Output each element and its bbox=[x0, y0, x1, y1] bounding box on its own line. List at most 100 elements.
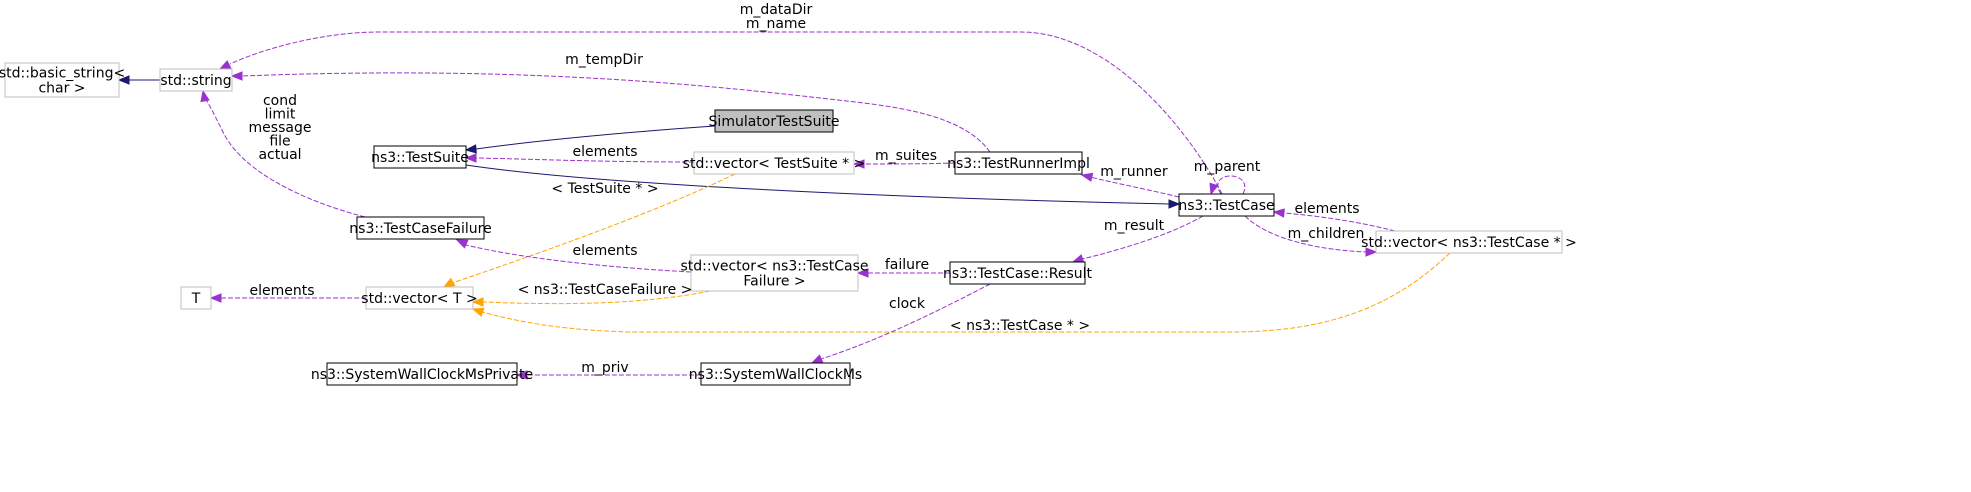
node-box bbox=[326, 362, 518, 386]
node-box bbox=[356, 216, 485, 240]
tmpl-suite-edge bbox=[442, 173, 736, 288]
node-label: std::vector< ns3::TestCase bbox=[680, 259, 868, 275]
edge-label-text: < TestSuite * > bbox=[551, 181, 658, 197]
node-label: Failure > bbox=[743, 274, 805, 290]
case-elements-edge bbox=[1272, 208, 1396, 232]
node-box bbox=[1375, 230, 1563, 254]
clock-arrowhead bbox=[810, 354, 824, 364]
runner-edge bbox=[1080, 172, 1180, 198]
node-test-case-result[interactable]: ns3::TestCase::Result bbox=[943, 261, 1093, 285]
node-box bbox=[4, 62, 120, 98]
edge-label-text: actual bbox=[258, 147, 301, 163]
node-test-runner-impl[interactable]: ns3::TestRunnerImpl bbox=[947, 151, 1090, 175]
edge-label-text: m_parent bbox=[1194, 159, 1261, 175]
node-wallclock[interactable]: ns3::SystemWallClockMs bbox=[689, 362, 862, 386]
edge-label-children: m_children bbox=[1288, 226, 1365, 242]
testcase-suite-inheritance-edge bbox=[465, 164, 1181, 209]
node-vector-test-suite[interactable]: std::vector< TestSuite * > bbox=[683, 151, 866, 175]
node-wallclock-private[interactable]: ns3::SystemWallClockMsPrivate bbox=[311, 362, 533, 386]
suites-edge bbox=[852, 159, 956, 169]
node-label: std::vector< TestSuite * > bbox=[683, 156, 866, 172]
edge-label-text: m_dataDir bbox=[740, 2, 813, 18]
suite-elements-arrowhead bbox=[464, 153, 477, 163]
node-t[interactable]: T bbox=[180, 286, 212, 310]
case-elements-arrowhead bbox=[1272, 208, 1285, 218]
node-box bbox=[180, 286, 212, 310]
parent-self-edge bbox=[1209, 175, 1246, 196]
node-box bbox=[700, 362, 851, 386]
result-arrowhead bbox=[1071, 254, 1085, 264]
edge-label-text: m_runner bbox=[1100, 164, 1168, 180]
node-box bbox=[1178, 193, 1275, 217]
edge-label-text: < ns3::TestCase * > bbox=[950, 318, 1090, 334]
node-box bbox=[949, 261, 1086, 285]
failure-fields-arrowhead bbox=[200, 89, 210, 103]
children-edge bbox=[1244, 215, 1378, 257]
edge-label-runner: m_runner bbox=[1100, 164, 1168, 180]
edge-label-tmpl-suite: < TestSuite * > bbox=[551, 181, 658, 197]
failure-elements-edge bbox=[455, 239, 692, 273]
node-simulator-test-suite[interactable]: SimulatorTestSuite bbox=[709, 109, 840, 133]
edge-label-text: m_suites bbox=[875, 148, 937, 164]
t-elements-arrowhead bbox=[209, 293, 222, 303]
edge-label-tmpl-case: < ns3::TestCase * > bbox=[950, 318, 1090, 334]
priv-arrowhead bbox=[515, 370, 528, 380]
failure-arrowhead bbox=[856, 268, 869, 278]
node-vector-test-case[interactable]: std::vector< ns3::TestCase * > bbox=[1361, 230, 1577, 254]
node-test-case[interactable]: ns3::TestCase bbox=[1178, 193, 1275, 217]
node-label: ns3::SystemWallClockMs bbox=[689, 367, 862, 383]
node-vector-t[interactable]: std::vector< T > bbox=[361, 286, 478, 310]
datadir-name-arrowhead bbox=[218, 60, 232, 70]
node-label: std::vector< ns3::TestCase * > bbox=[1361, 235, 1577, 251]
edge-label-text: limit bbox=[265, 107, 296, 123]
node-box bbox=[690, 254, 859, 292]
node-box bbox=[159, 68, 233, 92]
edge-label-text: m_children bbox=[1288, 226, 1365, 242]
simulator-suite-inheritance-edge bbox=[464, 125, 716, 154]
node-label: ns3::TestCase::Result bbox=[943, 266, 1093, 282]
basic-string-inheritance-edge bbox=[117, 75, 160, 85]
node-label: ns3::TestCase bbox=[1178, 198, 1274, 214]
node-label: SimulatorTestSuite bbox=[709, 114, 840, 130]
node-box bbox=[373, 145, 467, 169]
tempdir-edge bbox=[230, 71, 991, 153]
edge-label-text: message bbox=[249, 120, 312, 136]
edge-label-suites: m_suites bbox=[875, 148, 937, 164]
node-test-suite[interactable]: ns3::TestSuite bbox=[371, 145, 469, 169]
edge-label-text: elements bbox=[572, 243, 637, 259]
nodes: std::basic_string<char > std::stringSimul… bbox=[0, 62, 1577, 386]
edge-label-text: cond bbox=[263, 93, 297, 109]
node-box bbox=[693, 151, 855, 175]
node-label: ns3::SystemWallClockMsPrivate bbox=[311, 367, 533, 383]
failure-elements-arrowhead bbox=[455, 239, 469, 249]
node-label: char > bbox=[38, 81, 85, 97]
failure-fields-edge bbox=[200, 89, 366, 218]
testcase-suite-inheritance-arrowhead bbox=[1168, 199, 1181, 209]
edge-label-suite-elements: elements bbox=[572, 144, 637, 160]
edge-label-text: m_priv bbox=[581, 360, 628, 376]
node-basic-string[interactable]: std::basic_string<char > bbox=[0, 62, 125, 98]
node-box bbox=[954, 151, 1083, 175]
node-label: ns3::TestRunnerImpl bbox=[947, 156, 1090, 172]
edge-label-text: < ns3::TestCaseFailure > bbox=[518, 282, 693, 298]
children-arrowhead bbox=[1365, 247, 1378, 257]
node-box bbox=[365, 286, 474, 310]
edge-label-text: elements bbox=[1294, 201, 1359, 217]
node-label: std::basic_string< bbox=[0, 66, 125, 82]
node-label: ns3::TestSuite bbox=[371, 150, 469, 166]
edge-label-text: m_result bbox=[1104, 218, 1165, 234]
edge-label-failure-elements: elements bbox=[572, 243, 637, 259]
t-elements-edge bbox=[209, 293, 367, 303]
node-test-case-failure[interactable]: ns3::TestCaseFailure bbox=[349, 216, 492, 240]
node-label: std::vector< T > bbox=[361, 291, 477, 307]
tmpl-failure-edge bbox=[471, 290, 711, 307]
edge-label-priv: m_priv bbox=[581, 360, 628, 376]
node-box bbox=[714, 109, 834, 133]
node-std-string[interactable]: std::string bbox=[159, 68, 233, 92]
node-vector-failure[interactable]: std::vector< ns3::TestCaseFailure > bbox=[680, 254, 869, 292]
suites-arrowhead bbox=[852, 159, 865, 169]
node-label: ns3::TestCaseFailure bbox=[349, 221, 491, 237]
edge-label-text: failure bbox=[885, 257, 929, 273]
